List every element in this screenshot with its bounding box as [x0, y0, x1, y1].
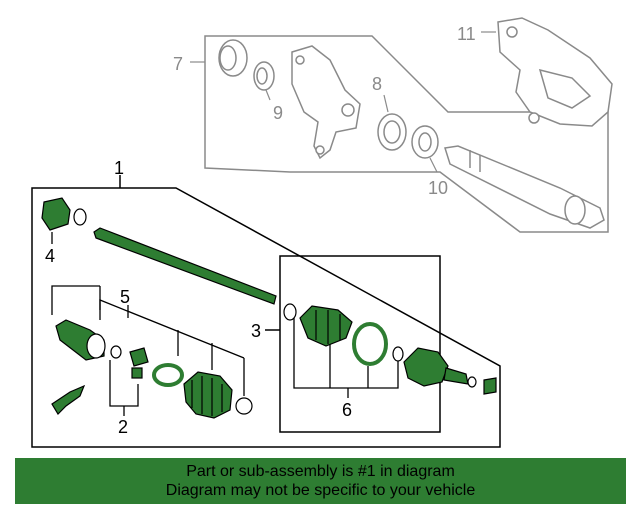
- callout-6: 6: [342, 400, 352, 420]
- part-8-bearing: [377, 113, 407, 151]
- outer-nut: [483, 377, 497, 395]
- part-9-ring: [253, 61, 275, 91]
- banner-line-1: Part or sub-assembly is #1 in diagram: [186, 463, 455, 480]
- callout-11: 11: [457, 24, 476, 44]
- damper-bracket: [51, 384, 86, 415]
- outer-boot: [283, 303, 353, 347]
- intermediate-shaft: [444, 145, 605, 229]
- callout-4: 4: [45, 246, 55, 266]
- callout-7: 7: [173, 54, 183, 74]
- context-parts: [218, 17, 613, 229]
- group-leaders: [51, 232, 399, 416]
- drive-shaft: [93, 227, 277, 305]
- highlighted-parts: [41, 197, 497, 419]
- context-leaders: [190, 31, 496, 173]
- context-panel: [204, 35, 609, 233]
- banner-line-2: Diagram may not be specific to your vehi…: [165, 482, 476, 499]
- part-11-bracket: [497, 17, 613, 127]
- outer-clip: [392, 346, 404, 362]
- part-4-dust-cap: [41, 197, 87, 231]
- outer-joint: [403, 347, 477, 388]
- assembly-outline: [31, 175, 501, 448]
- boot-clamp-b: [235, 397, 253, 415]
- callout-5: 5: [120, 287, 130, 307]
- part-7-seal: [218, 39, 248, 77]
- boot-clamp-a: [152, 363, 184, 387]
- part-10-snap-ring: [411, 125, 439, 159]
- inner-boot: [183, 371, 233, 419]
- tripod-spider: [129, 347, 149, 379]
- callout-8: 8: [372, 74, 382, 94]
- callout-2: 2: [118, 417, 128, 437]
- info-banner: Part or sub-assembly is #1 in diagram Di…: [15, 458, 626, 504]
- stop-ring: [110, 345, 122, 359]
- callout-1: 1: [114, 158, 124, 178]
- inner-joint: [55, 319, 106, 361]
- callout-3: 3: [251, 321, 261, 341]
- knuckle-bracket: [291, 45, 361, 160]
- callout-9: 9: [273, 103, 283, 123]
- callout-10: 10: [428, 178, 448, 198]
- outer-boot-clamp: [352, 322, 388, 366]
- parts-diagram: 7 9 8 10 11 1 3 5 2 4 6: [31, 17, 613, 448]
